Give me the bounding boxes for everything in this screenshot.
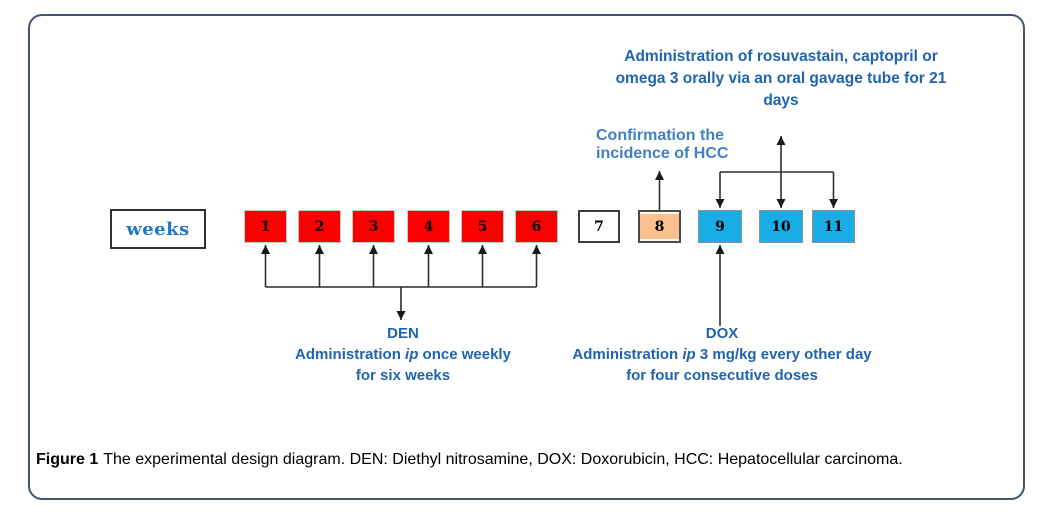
oral-treatment-line3: days bbox=[763, 92, 799, 109]
oral-treatment-annotation: Administration of rosuvastain, captopril… bbox=[606, 46, 956, 112]
figure-caption-text: The experimental design diagram. DEN: Di… bbox=[103, 451, 903, 468]
week-box-5: 5 bbox=[461, 210, 504, 243]
hcc-confirmation-annotation: Confirmation the incidence of HCC bbox=[596, 127, 766, 163]
dox-admin-line: Administration ip 3 mg/kg every other da… bbox=[572, 346, 872, 363]
week-box-6: 6 bbox=[515, 210, 558, 243]
week-box-4: 4 bbox=[407, 210, 450, 243]
weeks-axis-label: weeks bbox=[110, 209, 206, 249]
den-route-abbrev: ip bbox=[405, 346, 419, 363]
den-annotation: DEN Administration ip once weekly for si… bbox=[243, 323, 563, 386]
week-box-11: 11 bbox=[812, 210, 855, 243]
week-box-8: 8 bbox=[638, 210, 681, 243]
figure-border-frame bbox=[28, 14, 1025, 500]
hcc-confirmation-line2: incidence of HCC bbox=[596, 145, 729, 162]
hcc-confirmation-line1: Confirmation the bbox=[596, 127, 724, 144]
dox-duration-line: for four consecutive doses bbox=[626, 367, 818, 384]
week-box-1: 1 bbox=[244, 210, 287, 243]
week-box-7: 7 bbox=[578, 210, 620, 243]
dox-route-abbrev: ip bbox=[682, 346, 696, 363]
week-box-3: 3 bbox=[352, 210, 395, 243]
dox-title: DOX bbox=[705, 325, 739, 342]
week-box-9: 9 bbox=[698, 210, 742, 243]
den-admin-line: Administration ip once weekly bbox=[295, 346, 511, 363]
den-duration-line: for six weeks bbox=[355, 367, 451, 384]
oral-treatment-line2: omega 3 orally via an oral gavage tube f… bbox=[615, 70, 947, 87]
oral-treatment-line1: Administration of rosuvastain, captopril… bbox=[624, 48, 938, 65]
den-title: DEN bbox=[387, 325, 419, 342]
figure-caption-label: Figure 1 bbox=[36, 451, 99, 468]
week-box-10: 10 bbox=[759, 210, 803, 243]
dox-annotation: DOX Administration ip 3 mg/kg every othe… bbox=[537, 323, 907, 386]
week-box-2: 2 bbox=[298, 210, 341, 243]
